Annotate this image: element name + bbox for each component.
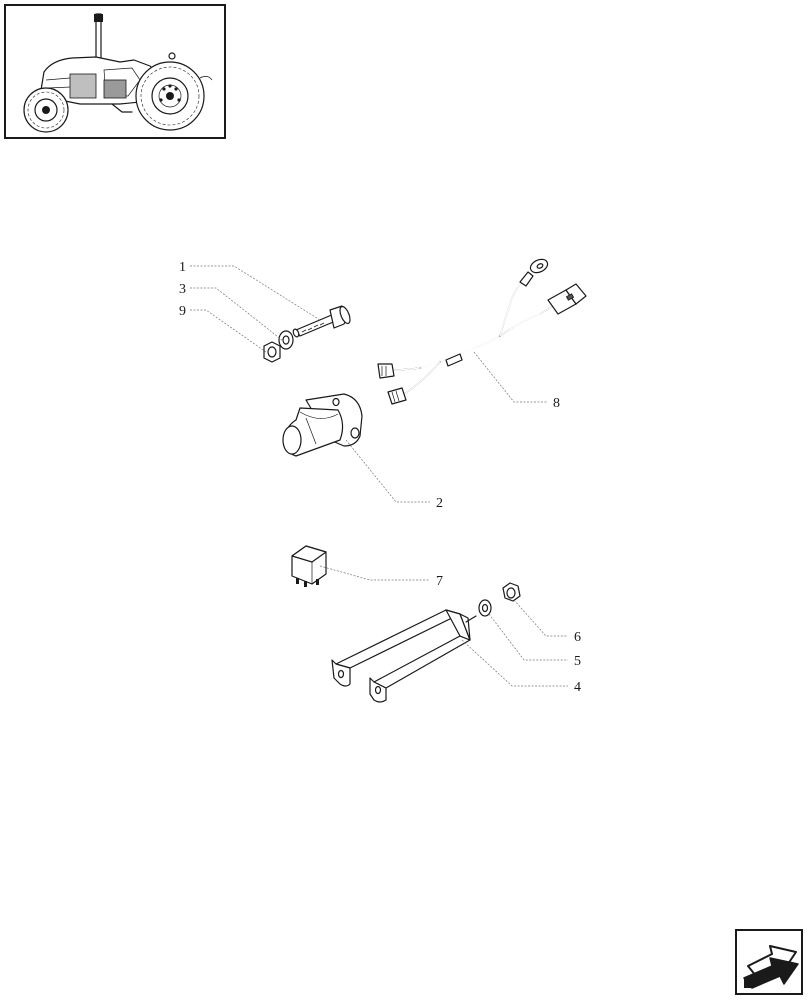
relay-part	[291, 545, 327, 587]
leader-lines	[190, 265, 568, 687]
callout-8: 8	[553, 396, 560, 411]
callout-labels: 1 3 9 2 8 7 6 5 4	[179, 260, 581, 695]
bolt-part	[292, 305, 351, 338]
callout-7: 7	[436, 574, 443, 589]
nut-part-2	[502, 582, 521, 602]
nut-part	[263, 341, 281, 363]
washer-part	[278, 330, 294, 350]
tractor-thumbnail-icon	[4, 4, 226, 139]
callout-9: 9	[179, 304, 186, 319]
next-page-arrow-icon[interactable]	[735, 929, 803, 995]
callout-6: 6	[574, 630, 581, 645]
callout-3: 3	[179, 282, 186, 297]
wiring-harness-part	[377, 258, 587, 405]
horn-part	[282, 393, 363, 457]
callout-2: 2	[436, 496, 443, 511]
callout-4: 4	[574, 680, 581, 695]
washer-part-2	[478, 599, 492, 617]
callout-1: 1	[179, 260, 186, 275]
callout-5: 5	[574, 654, 581, 669]
bracket-part	[331, 609, 477, 703]
